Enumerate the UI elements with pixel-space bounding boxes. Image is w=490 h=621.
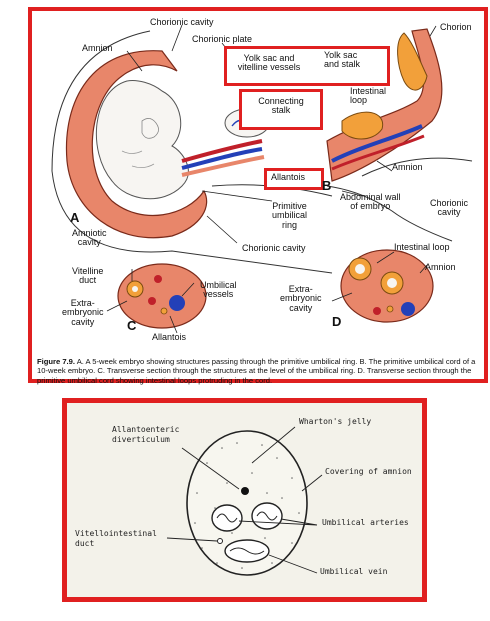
label-amnion-d: Amnion (425, 263, 456, 272)
bottom-figure-panel: Allantoenteric diverticulum Wharton's je… (62, 398, 427, 602)
label-primitive-umbilical-ring: Primitive umbilical ring (272, 202, 307, 230)
caption-title: Figure 7.9. (37, 357, 75, 366)
panel-letter-a: A (70, 211, 79, 225)
label-chorionic-plate: Chorionic plate (192, 35, 252, 44)
panel-letter-c: C (127, 319, 136, 333)
label-yolk-sac-stalk: Yolk sac and stalk (324, 51, 360, 70)
label-vitelline-duct: Vitelline duct (72, 267, 103, 286)
figure-caption: Figure 7.9. A. A 5-week embryo showing s… (37, 357, 483, 385)
label-amniotic-cavity: Amniotic cavity (72, 229, 107, 248)
label-chorionic-cavity-bottom: Chorionic cavity (242, 244, 306, 253)
label-allantois-b: Allantois (271, 173, 305, 182)
label-chorionic-cavity-top: Chorionic cavity (150, 18, 214, 27)
label-umbilical-vessels: Umbilical vessels (200, 281, 237, 300)
caption-text: A. A 5-week embryo showing structures pa… (37, 357, 475, 385)
label-intestinal-loop-d: Intestinal loop (394, 243, 450, 252)
label-umbilical-arteries: Umbilical arteries (322, 518, 409, 528)
top-figure-panel: Chorionic cavity Chorionic plate Amnion … (28, 7, 488, 383)
panel-letter-b: B (322, 179, 331, 193)
label-connecting-stalk: Connecting stalk (242, 97, 320, 116)
label-amnion-left: Amnion (82, 44, 113, 53)
label-covering-of-amnion: Covering of amnion (325, 467, 412, 477)
label-abdominal-wall: Abdominal wall of embryo (340, 193, 401, 212)
label-amnion-b: Amnion (392, 163, 423, 172)
label-chorionic-cavity-right: Chorionic cavity (430, 199, 468, 218)
label-yolk-sac-vitelline: Yolk sac and vitelline vessels (230, 54, 308, 73)
label-whartons-jelly: Wharton's jelly (299, 417, 371, 427)
label-extra-embryonic-cavity-c: Extra- embryonic cavity (62, 299, 104, 327)
label-umbilical-vein: Umbilical vein (320, 567, 387, 577)
label-vitellointestinal-duct: Vitellointestinal duct (75, 529, 157, 549)
label-extra-embryonic-cavity-d: Extra- embryonic cavity (280, 285, 322, 313)
panel-letter-d: D (332, 315, 341, 329)
label-allantoenteric-diverticulum: Allantoenteric diverticulum (112, 425, 179, 445)
label-intestinal-loop-b: Intestinal loop (350, 87, 386, 106)
label-allantois-c: Allantois (152, 333, 186, 342)
label-chorion: Chorion (440, 23, 472, 32)
